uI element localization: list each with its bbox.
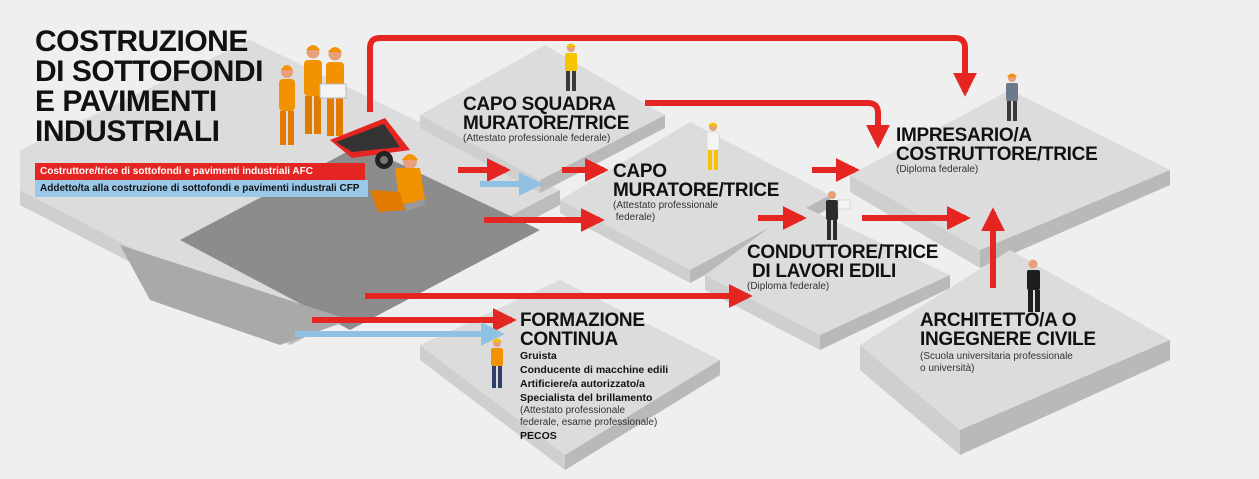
node-conduttore: CONDUTTORE/TRICE DI LAVORI EDILI (Diplom… [747, 243, 938, 293]
arrow-capo-squadra-impresario [645, 100, 890, 149]
node-impresario: IMPRESARIO/A COSTRUTTORE/TRICE (Diploma … [896, 125, 1098, 176]
node-note: federale) [613, 212, 656, 223]
node-capo-muratore: CAPO MURATORE/TRICE (Attestato professio… [613, 162, 779, 224]
tag-cfp-label: Addetto/ta alla costruzione di sottofond… [40, 183, 360, 194]
platform-architetto [860, 250, 1170, 455]
node-capo-squadra: CAPO SQUADRA MURATORE/TRICE (Attestato p… [463, 95, 629, 145]
title-line: INDUSTRIALI [35, 115, 220, 148]
page-title: COSTRUZIONE DI SOTTOFONDI E PAVIMENTI IN… [35, 27, 263, 147]
tag-cfp: Addetto/ta alla costruzione di sottofond… [35, 180, 368, 197]
formazione-item-pecos: PECOS [520, 430, 557, 442]
node-note: federale, esame professionale) [520, 417, 658, 428]
node-title-line: COSTRUTTORE/TRICE [896, 144, 1098, 165]
capo-muratore-worker-illustration [706, 122, 720, 170]
formazione-item: Specialista del brillamento [520, 392, 653, 404]
node-note: o università) [920, 363, 975, 374]
arrow-top-loop [367, 35, 977, 112]
node-title-line: CAPO SQUADRA [463, 94, 616, 115]
node-note: (Attestato professionale federale) [463, 133, 611, 144]
formazione-item: Gruista [520, 350, 557, 362]
node-note: (Scuola universitaria professionale [920, 351, 1073, 362]
node-title-line: MURATORE/TRICE [463, 113, 630, 134]
node-title-line: CONDUTTORE/TRICE [747, 242, 939, 263]
formazione-worker-illustration [491, 338, 503, 388]
title-line: COSTRUZIONE [35, 25, 248, 58]
conduttore-person-illustration [826, 191, 851, 240]
node-note: (Attestato professionale [613, 200, 719, 211]
architetto-person-illustration [1027, 259, 1040, 312]
node-title-line: CAPO [613, 161, 667, 182]
node-title-line: IMPRESARIO/A [896, 125, 1032, 146]
platform-impresario [850, 90, 1170, 268]
tag-afc-label: Costruttore/trice di sottofondi e pavime… [40, 166, 313, 177]
node-title-line: CONTINUA [520, 329, 618, 350]
formazione-item: Conducente di macchine edili [520, 364, 669, 376]
concrete-floor [180, 145, 540, 330]
impresario-person-illustration [1006, 73, 1018, 121]
workers-group-illustration [279, 45, 426, 212]
title-line: DI SOTTOFONDI [35, 55, 263, 88]
node-note: (Diploma federale) [896, 164, 979, 175]
node-title-line: INGEGNERE CIVILE [920, 329, 1096, 350]
node-formazione: FORMAZIONE CONTINUA Gruista Conducente d… [520, 311, 668, 443]
node-title-line: DI LAVORI EDILI [747, 261, 896, 282]
node-architetto: ARCHITETTO/A O INGEGNERE CIVILE (Scuola … [920, 311, 1096, 375]
node-title-line: ARCHITETTO/A O [920, 310, 1077, 331]
arrows [295, 35, 1005, 346]
capo-squadra-worker-illustration [565, 43, 577, 91]
formazione-item: Artificiere/a autorizzato/a [520, 378, 645, 390]
node-title-line: MURATORE/TRICE [613, 180, 780, 201]
node-note: (Diploma federale) [747, 281, 830, 292]
title-line: E PAVIMENTI [35, 85, 217, 118]
node-note: (Attestato professionale [520, 405, 626, 416]
node-title-line: FORMAZIONE [520, 310, 645, 331]
tag-afc: Costruttore/trice di sottofondi e pavime… [35, 163, 365, 180]
